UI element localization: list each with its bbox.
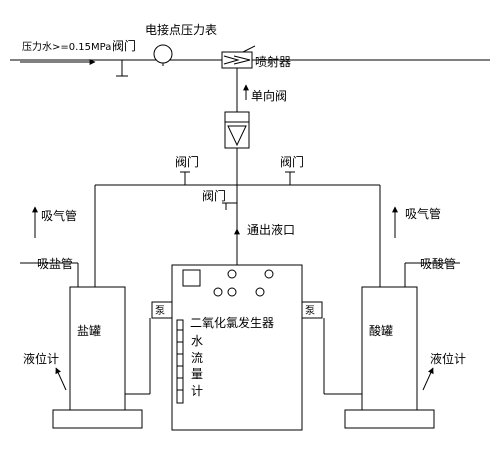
generator-knob-2 [264, 269, 274, 279]
pump-right-label: 泵 [305, 305, 315, 317]
check-valve-icon [224, 111, 250, 149]
generator-knob-1 [227, 269, 237, 279]
pressure-water-label: 压力水>=0.15MPa [22, 40, 111, 53]
outlet-label: 通出液口 [247, 222, 295, 237]
pump-left-label: 泵 [155, 305, 165, 317]
generator-knob-5 [255, 287, 265, 297]
valve-top-label: 阀门 [112, 38, 136, 53]
hcl-suction-label: 吸盐管 [37, 256, 73, 271]
level-right-label: 液位计 [430, 351, 466, 366]
check-valve-label: 单向阀 [251, 88, 287, 103]
valve-center-label: 阀门 [202, 188, 226, 203]
air-pipe-left-label: 吸气管 [41, 208, 77, 223]
flowmeter-char-2: 流 [191, 351, 203, 365]
ejector-pointer [242, 45, 256, 53]
flowmeter-tube [176, 319, 184, 404]
generator-display [182, 269, 201, 287]
valve-right-label: 阀门 [280, 154, 304, 169]
pressure-gauge-icon [153, 44, 173, 64]
level-right-arrow [422, 367, 434, 391]
flowmeter-char-3: 量 [191, 367, 203, 381]
generator-knob-3 [213, 287, 223, 297]
generator-knob-4 [227, 287, 237, 297]
level-left-arrow [55, 367, 67, 391]
valve-left-label: 阀门 [175, 154, 199, 169]
flowmeter-char-4: 计 [191, 384, 203, 398]
generator-body [171, 264, 303, 431]
flowmeter-char-1: 水 [191, 334, 203, 348]
salt-tank-base [52, 409, 143, 429]
acid-tank-label: 酸罐 [369, 323, 393, 338]
ejector-label: 喷射器 [255, 54, 291, 69]
pressure-gauge-label: 电接点压力表 [145, 22, 217, 37]
check-valve-triangle [227, 125, 247, 147]
pump-right [301, 301, 323, 319]
acid-tank [361, 286, 418, 411]
level-left-label: 液位计 [23, 351, 59, 366]
acid-suction-label: 吸酸管 [420, 256, 456, 271]
acid-tank-base [344, 409, 435, 429]
pump-left [151, 301, 173, 319]
air-pipe-right-label: 吸气管 [405, 206, 441, 221]
generator-label: 二氧化氯发生器 [190, 315, 274, 330]
salt-tank [69, 286, 126, 411]
salt-tank-label: 盐罐 [77, 324, 101, 338]
ejector-internal [223, 55, 251, 65]
